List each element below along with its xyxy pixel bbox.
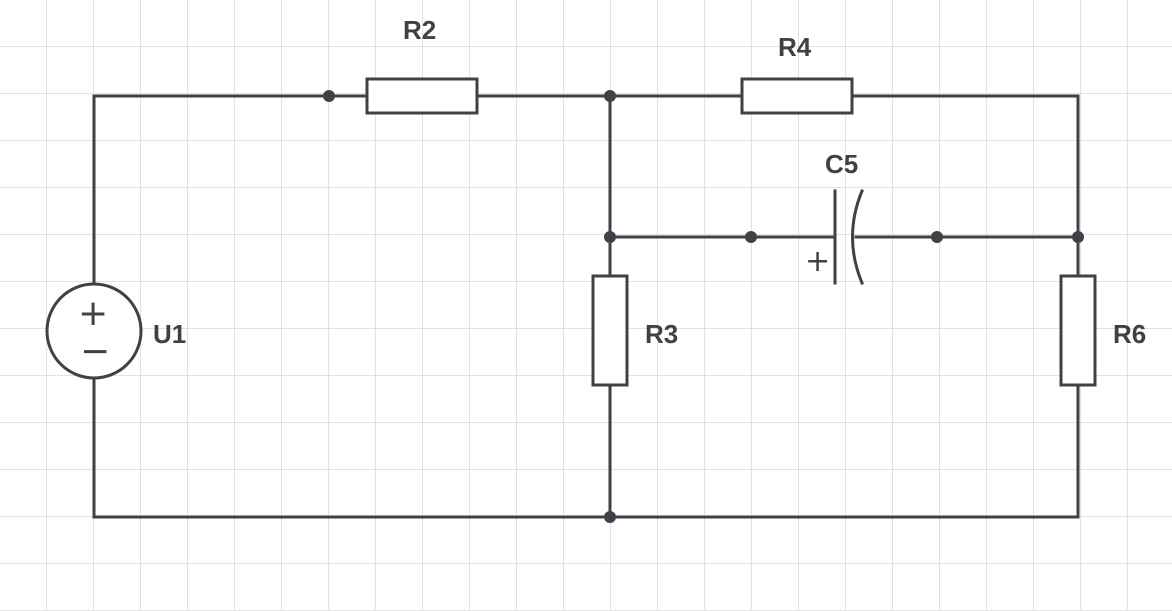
- source-minus-symbol: −: [80, 331, 111, 372]
- label-r2: R2: [403, 15, 437, 45]
- resistor-r6[interactable]: [1059, 274, 1097, 387]
- junction-node[interactable]: [604, 231, 616, 243]
- label-r4: R4: [778, 32, 812, 62]
- voltage-source-u1[interactable]: [45, 282, 143, 380]
- label-r6: R6: [1113, 319, 1147, 349]
- capacitor-plus-symbol: +: [805, 244, 831, 279]
- junction-node[interactable]: [745, 231, 757, 243]
- junction-node[interactable]: [604, 90, 616, 102]
- junction-node[interactable]: [323, 90, 335, 102]
- junction-node[interactable]: [931, 231, 943, 243]
- source-plus-symbol: +: [78, 293, 109, 334]
- junction-node[interactable]: [1072, 231, 1084, 243]
- junction-node[interactable]: [604, 511, 616, 523]
- resistor-r2[interactable]: [365, 77, 479, 115]
- label-r3: R3: [645, 319, 679, 349]
- label-c5: C5: [825, 149, 859, 179]
- capacitor-c5-curved-plate[interactable]: [851, 189, 864, 285]
- resistor-r4[interactable]: [740, 77, 854, 115]
- label-u1: U1: [153, 319, 187, 349]
- resistor-r3[interactable]: [591, 274, 629, 387]
